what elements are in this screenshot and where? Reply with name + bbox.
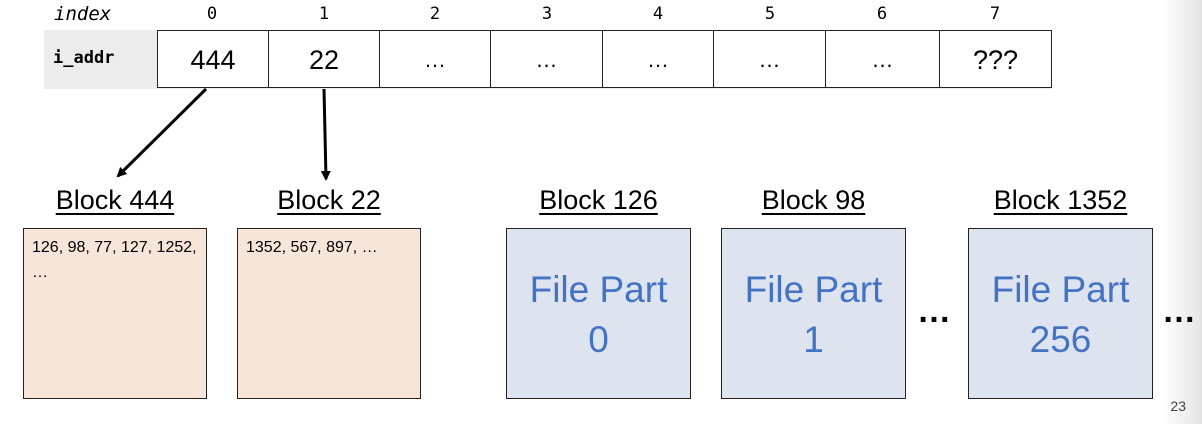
block-98-title: Block 98 (761, 185, 866, 215)
index-number: 0 (206, 4, 218, 24)
index-number: 4 (652, 4, 664, 24)
block-1352: File Part 256 (968, 228, 1153, 399)
index-number: 1 (318, 4, 330, 24)
i-addr-label: i_addr (53, 48, 115, 68)
index-number: 5 (764, 4, 776, 24)
arrow-22-to-block-22 (320, 88, 331, 181)
block-98: File Part 1 (721, 228, 906, 399)
index-number: 6 (876, 4, 888, 24)
file-part-number: 1 (803, 319, 824, 360)
block-444-title: Block 444 (55, 185, 175, 215)
file-part-number: 0 (588, 319, 609, 360)
i-addr-cell-3: … (490, 30, 603, 88)
block-1352-title: Block 1352 (993, 185, 1128, 215)
i-addr-cell-7: ??? (939, 30, 1052, 88)
page-number: 23 (1170, 398, 1186, 414)
slide-edge-shadow (1162, 0, 1202, 424)
index-label: index (54, 3, 112, 25)
block-22: 1352, 567, 897, … (237, 228, 421, 399)
i-addr-cell-5: … (713, 30, 826, 88)
block-444-contents: 126, 98, 77, 127, 1252, … (32, 239, 197, 281)
index-number: 2 (429, 4, 441, 24)
file-part-label: File Part (991, 269, 1130, 310)
index-header-row: index 0 1 2 3 4 5 6 7 (0, 0, 1202, 28)
block-22-title: Block 22 (277, 185, 381, 215)
block-22-contents: 1352, 567, 897, … (246, 239, 378, 256)
file-part-number: 256 (1029, 319, 1092, 360)
index-number: 3 (541, 4, 553, 24)
i-addr-cell-2: … (379, 30, 491, 88)
i-addr-cell-4: … (602, 30, 714, 88)
block-126-title: Block 126 (539, 185, 658, 215)
ellipsis: … (1162, 292, 1197, 330)
file-part-label: File Part (744, 269, 883, 310)
ellipsis: … (917, 292, 952, 330)
index-number: 7 (989, 4, 1001, 24)
block-444: 126, 98, 77, 127, 1252, … (23, 228, 207, 399)
i-addr-cell-0: 444 (157, 30, 269, 88)
file-part-label: File Part (529, 269, 668, 310)
block-126: File Part 0 (506, 228, 691, 399)
i-addr-cell-6: … (825, 30, 940, 88)
arrow-444-to-block-444 (116, 87, 208, 178)
